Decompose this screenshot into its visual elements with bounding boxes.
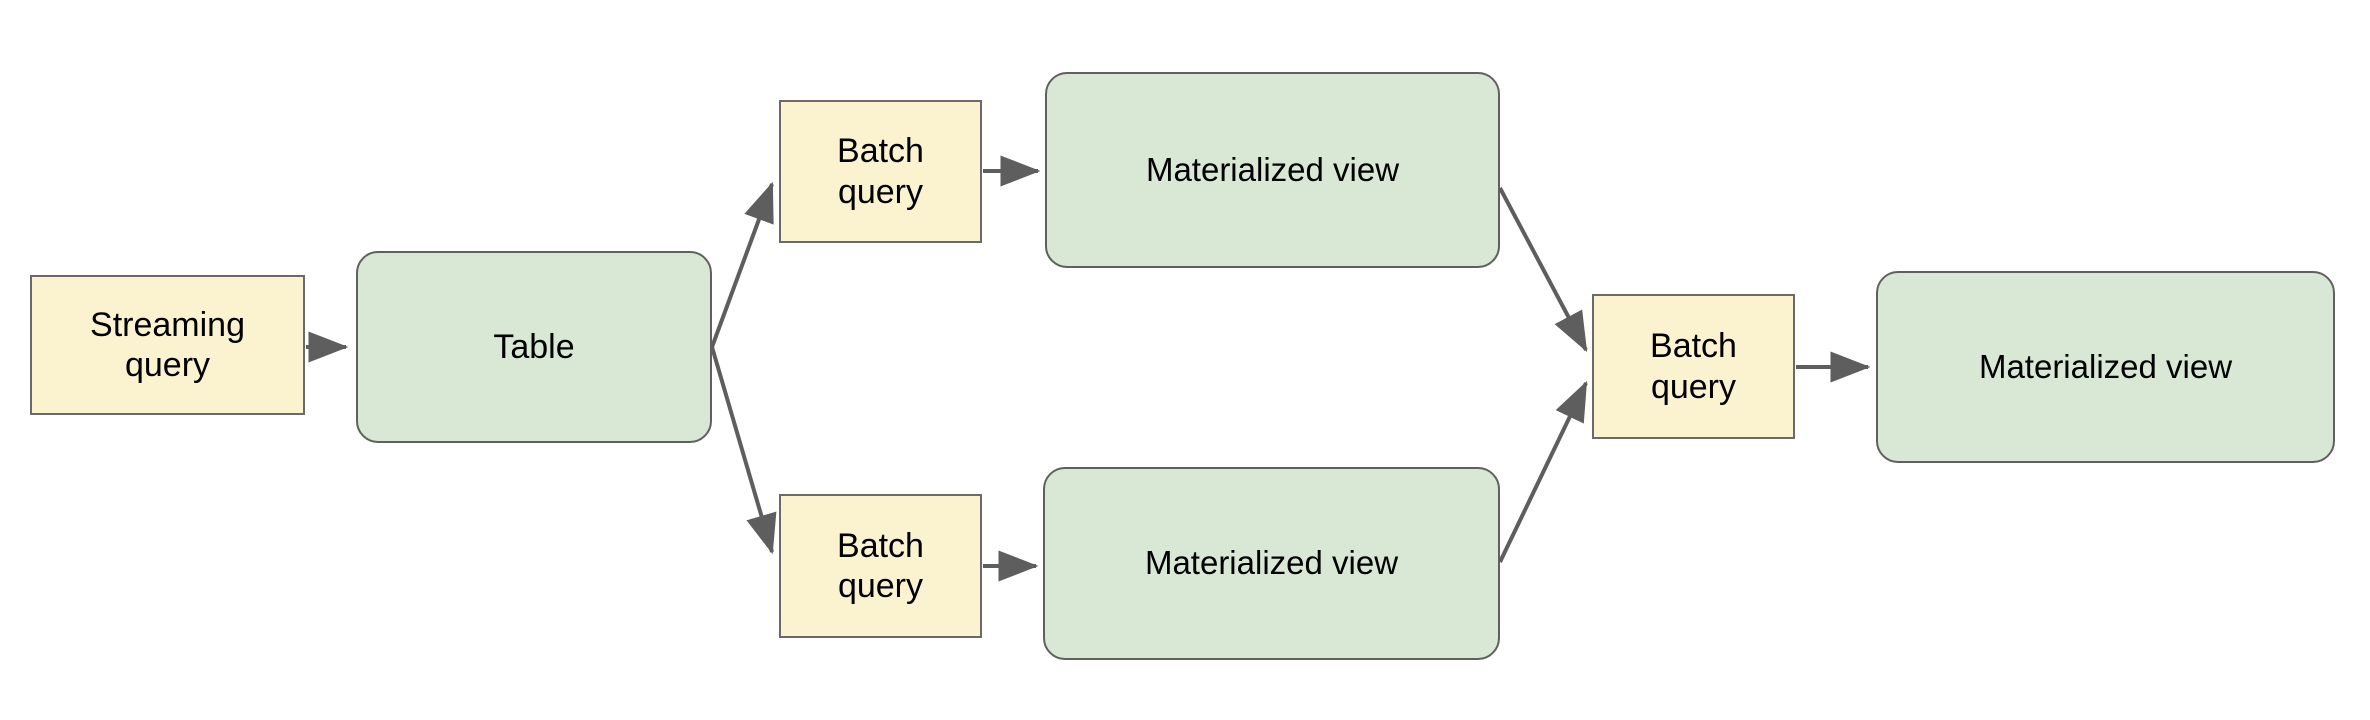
node-batch-query-top[interactable]: Batch query	[779, 100, 982, 243]
node-table[interactable]: Table	[356, 251, 712, 443]
node-batch-query-bottom[interactable]: Batch query	[779, 494, 982, 638]
node-materialized-view-top[interactable]: Materialized view	[1045, 72, 1500, 268]
node-batch-query-join[interactable]: Batch query	[1592, 294, 1795, 439]
edge-mv-top-to-batch-join	[1498, 187, 1588, 353]
node-streaming-query[interactable]: Streaming query	[30, 275, 305, 415]
edge-table-to-batch-top	[710, 181, 774, 348]
edge-mv-bottom-to-batch-join	[1498, 380, 1588, 563]
node-materialized-view-bottom[interactable]: Materialized view	[1043, 467, 1500, 660]
edge-table-to-batch-bottom	[710, 346, 777, 555]
node-materialized-view-final[interactable]: Materialized view	[1876, 271, 2335, 463]
